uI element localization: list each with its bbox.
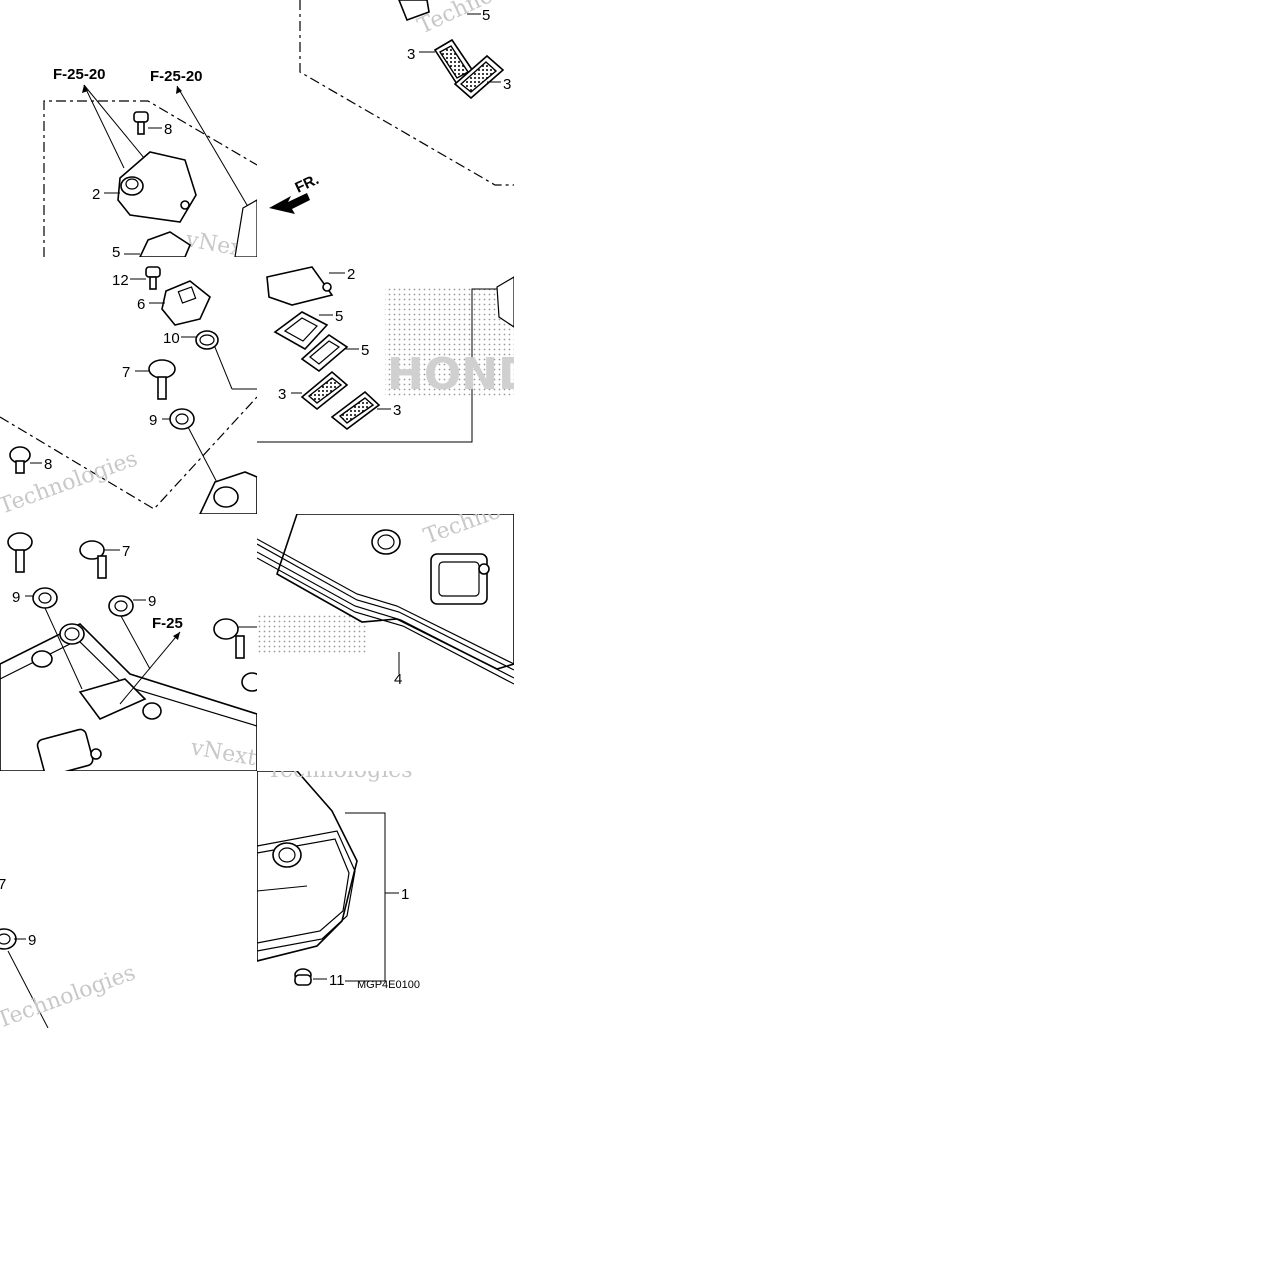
- diagram-code: MGP4E0100: [357, 979, 420, 991]
- bolt-part-7c: [213, 618, 245, 659]
- callout-3: 3: [393, 402, 401, 419]
- grommet-part-9: [32, 587, 58, 609]
- callout-5: 5: [335, 308, 343, 325]
- front-arrow[interactable]: FR.: [269, 171, 322, 214]
- ref-f25-20-right[interactable]: F-25-20: [150, 68, 203, 85]
- callout-8: 8: [164, 121, 172, 138]
- grommet-part-9: [169, 408, 195, 430]
- callout-5: 5: [361, 342, 369, 359]
- bolt-part-7b: [79, 540, 107, 579]
- diagram-tile-cover-gasket-lower: 1 11 MGP4E0100 Technologies: [257, 771, 514, 1028]
- gasket-part-5b: [300, 333, 349, 373]
- breather-cover-part-2: [117, 151, 197, 223]
- ref-f25-20-left[interactable]: F-25-20: [53, 66, 106, 83]
- callout-6: 6: [137, 296, 145, 313]
- svg-text:FR.: FR.: [293, 171, 322, 197]
- bolt-part-8b: [9, 446, 31, 474]
- diagram-tile-head-cover-gasket: 4 Techno: [257, 514, 514, 771]
- grommet-part-9b: [108, 595, 134, 617]
- callout-7: 7: [122, 364, 130, 381]
- gasket-part-5: [273, 311, 329, 351]
- diagram-tile-sensor-bolts: 12 6 10 7 9 8 Technologies: [0, 257, 257, 514]
- callout-3: 3: [407, 46, 415, 63]
- diagram-tile-lower-bolts: 7 9 Technologies: [0, 771, 257, 1028]
- callout-7: 7: [122, 543, 130, 560]
- diagram-tile-cover-bolts: 9 7 9 F-25 vNext Te: [0, 514, 257, 771]
- callout-10: 10: [163, 330, 180, 347]
- callout-11: 11: [329, 972, 345, 989]
- o-ring-part-10: [195, 330, 219, 350]
- reed-valve-part-3b: [453, 54, 505, 100]
- watermark-text: Technologies: [0, 960, 139, 1028]
- grommet-part-9: [0, 928, 17, 950]
- callout-9: 9: [12, 589, 20, 606]
- callout-4: 4: [394, 671, 402, 688]
- callout-1: 1: [401, 886, 409, 903]
- diagram-tile-reed-valves-top: FR. 5 Technologies 3 3: [257, 0, 514, 257]
- callout-5: 5: [112, 244, 120, 257]
- callout-7: 7: [0, 876, 6, 893]
- watermark-text: Technologies: [267, 771, 413, 783]
- ref-f25[interactable]: F-25: [152, 615, 183, 632]
- bolt-part-12: [145, 266, 161, 290]
- callout-3: 3: [278, 386, 286, 403]
- callout-2: 2: [347, 266, 355, 283]
- watermark-brand: HONDA: [387, 349, 514, 400]
- callout-2: 2: [92, 186, 100, 203]
- diagram-tile-cover-cap: F-25-20 F-25-20 8 2 vNext Tec 5: [0, 0, 257, 257]
- callout-9: 9: [148, 593, 156, 610]
- watermark-text: Technologies: [414, 0, 514, 39]
- bolt-part-7: [148, 359, 176, 400]
- seal-part-11: [294, 968, 312, 986]
- callout-9: 9: [28, 932, 36, 949]
- breather-cap: [371, 529, 401, 555]
- reed-valve-part-3b: [330, 390, 381, 431]
- callout-12: 12: [112, 272, 129, 289]
- sensor-part-6: [161, 280, 211, 326]
- reed-valve-part-3: [300, 370, 349, 411]
- bolt-part-7: [7, 532, 33, 573]
- callout-8: 8: [44, 456, 52, 473]
- callout-3: 3: [503, 76, 511, 93]
- callout-9: 9: [149, 412, 157, 429]
- diagram-tile-reed-valves: 2 7 5 5 3 3 HONDA: [257, 257, 514, 514]
- bolt-part-8: [133, 111, 149, 135]
- callout-5: 5: [482, 7, 490, 24]
